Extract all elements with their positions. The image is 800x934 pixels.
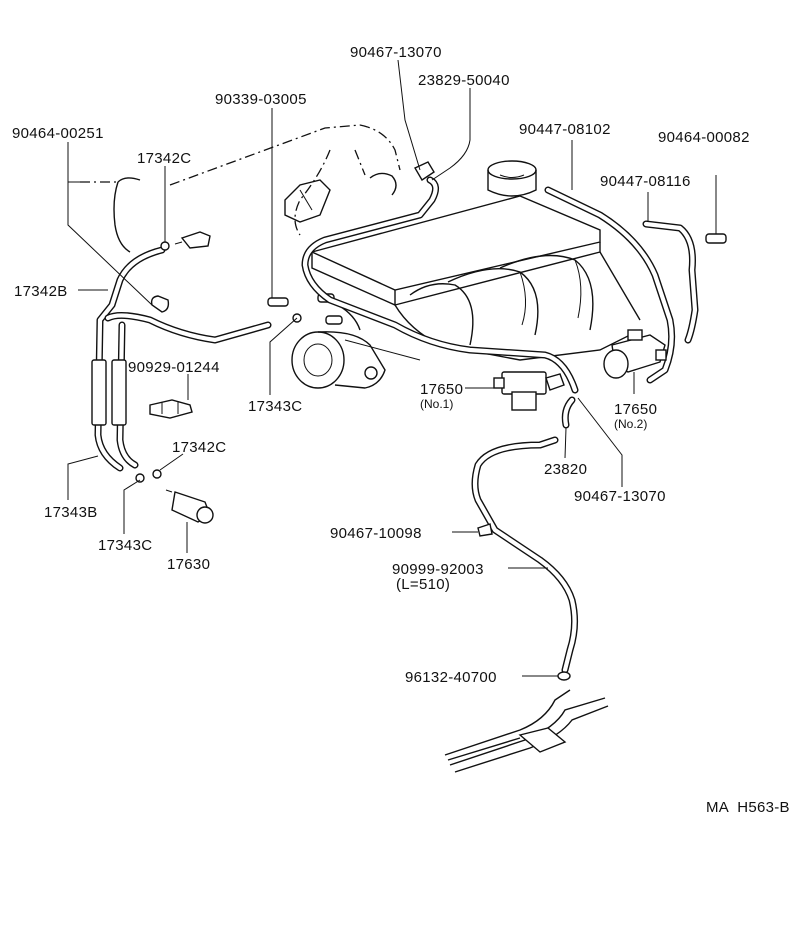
- label-17650-no2-sub: (No.2): [614, 417, 647, 431]
- air-intake-phantom: [80, 124, 401, 389]
- part-labels: 90467-13070 23829-50040 90339-03005 9046…: [12, 44, 790, 816]
- label-17650-no1: 17650: [420, 381, 463, 398]
- label-17343c-low: 17343C: [98, 537, 152, 554]
- label-90339-03005: 90339-03005: [215, 91, 307, 108]
- label-90467-10098: 90467-10098: [330, 525, 422, 542]
- vacuum-sensor-17630: [165, 489, 214, 524]
- vsv-no1: [493, 371, 565, 411]
- leader-lines: [67, 59, 717, 677]
- diagram-reference-code: MA H563-B: [706, 799, 790, 816]
- label-17342c-low: 17342C: [172, 439, 226, 456]
- label-96132-40700: 96132-40700: [405, 669, 497, 686]
- label-23820: 23820: [544, 461, 587, 478]
- vsv-no2: [603, 329, 667, 379]
- label-90464-00251: 90464-00251: [12, 125, 104, 142]
- label-90467-13070-bottom: 90467-13070: [574, 488, 666, 505]
- label-90447-08102: 90447-08102: [519, 121, 611, 138]
- label-90464-00082: 90464-00082: [658, 129, 750, 146]
- intake-manifold: [309, 160, 641, 361]
- label-90447-08116: 90447-08116: [600, 173, 691, 190]
- label-90999-92003: 90999-92003: [392, 561, 484, 578]
- label-17343b: 17343B: [44, 504, 98, 521]
- label-23829-50040: 23829-50040: [418, 72, 510, 89]
- vacuum-hoses: [91, 176, 699, 674]
- label-90999-92003-length: (L=510): [396, 576, 450, 593]
- label-90467-13070-top: 90467-13070: [350, 44, 442, 61]
- label-17342c-top: 17342C: [137, 150, 191, 167]
- label-90929-01244: 90929-01244: [128, 359, 220, 376]
- label-17343c-mid: 17343C: [248, 398, 302, 415]
- label-17650-no1-sub: (No.1): [420, 397, 453, 411]
- label-17630: 17630: [167, 556, 210, 573]
- label-17650-no2: 17650: [614, 401, 657, 418]
- label-17342b: 17342B: [14, 283, 68, 300]
